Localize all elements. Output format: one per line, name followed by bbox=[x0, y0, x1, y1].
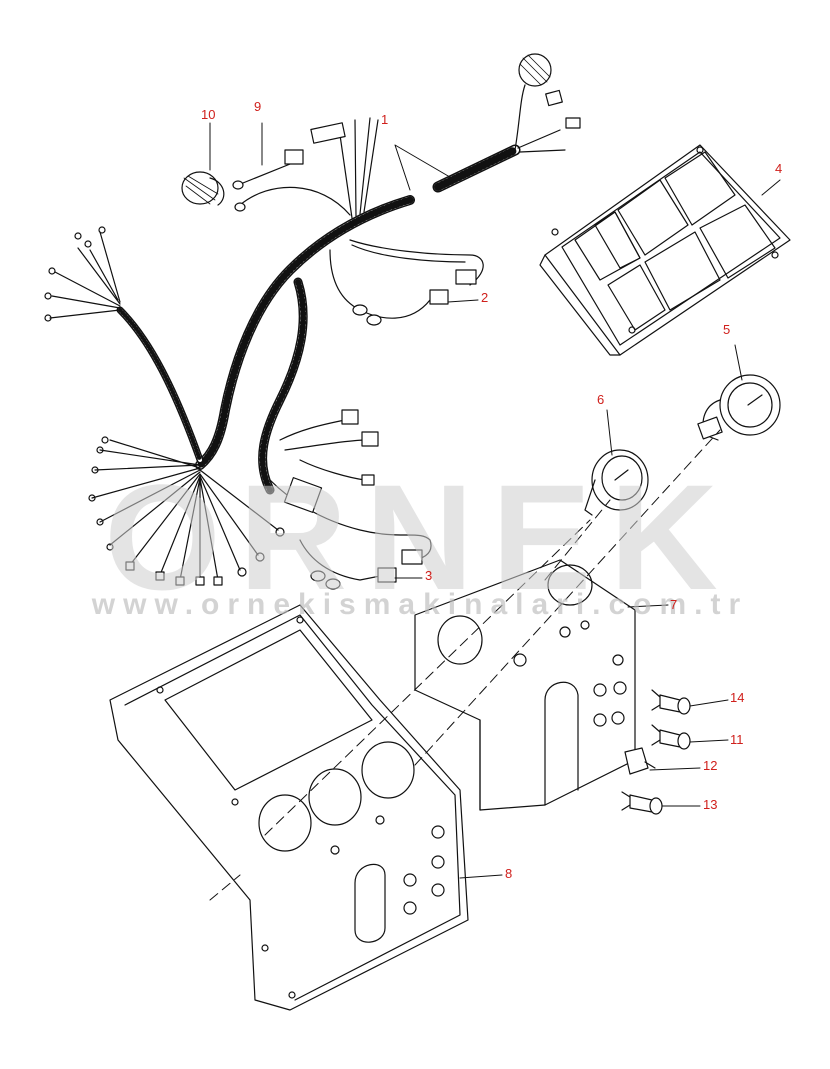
large-panel bbox=[109, 604, 469, 1011]
callout-5: 5 bbox=[723, 322, 731, 337]
callout-1: 1 bbox=[381, 112, 389, 127]
callout-6: 6 bbox=[597, 392, 605, 407]
callout-10: 10 bbox=[201, 107, 216, 122]
callout-4: 4 bbox=[775, 161, 783, 176]
callout-2: 2 bbox=[481, 290, 489, 305]
gauge-5 bbox=[697, 374, 781, 441]
display-panel bbox=[539, 144, 791, 356]
callout-12: 12 bbox=[703, 758, 718, 773]
switch-14 bbox=[651, 689, 691, 715]
switch-11 bbox=[651, 724, 691, 750]
callout-11: 11 bbox=[730, 732, 744, 747]
switch-13 bbox=[621, 791, 663, 815]
callout-7: 7 bbox=[670, 597, 678, 612]
gauge-6 bbox=[584, 449, 649, 516]
callout-13: 13 bbox=[703, 797, 718, 812]
callout-14: 14 bbox=[730, 690, 745, 705]
alignment-lines bbox=[209, 429, 721, 901]
wiring-harness bbox=[44, 53, 581, 590]
switch-12 bbox=[624, 747, 656, 775]
small-panel bbox=[414, 559, 636, 811]
callout-8: 8 bbox=[505, 866, 513, 881]
callout-3: 3 bbox=[425, 568, 433, 583]
callout-9: 9 bbox=[254, 99, 262, 114]
leader-lines bbox=[209, 122, 781, 879]
key-switch-assembly bbox=[181, 149, 351, 216]
